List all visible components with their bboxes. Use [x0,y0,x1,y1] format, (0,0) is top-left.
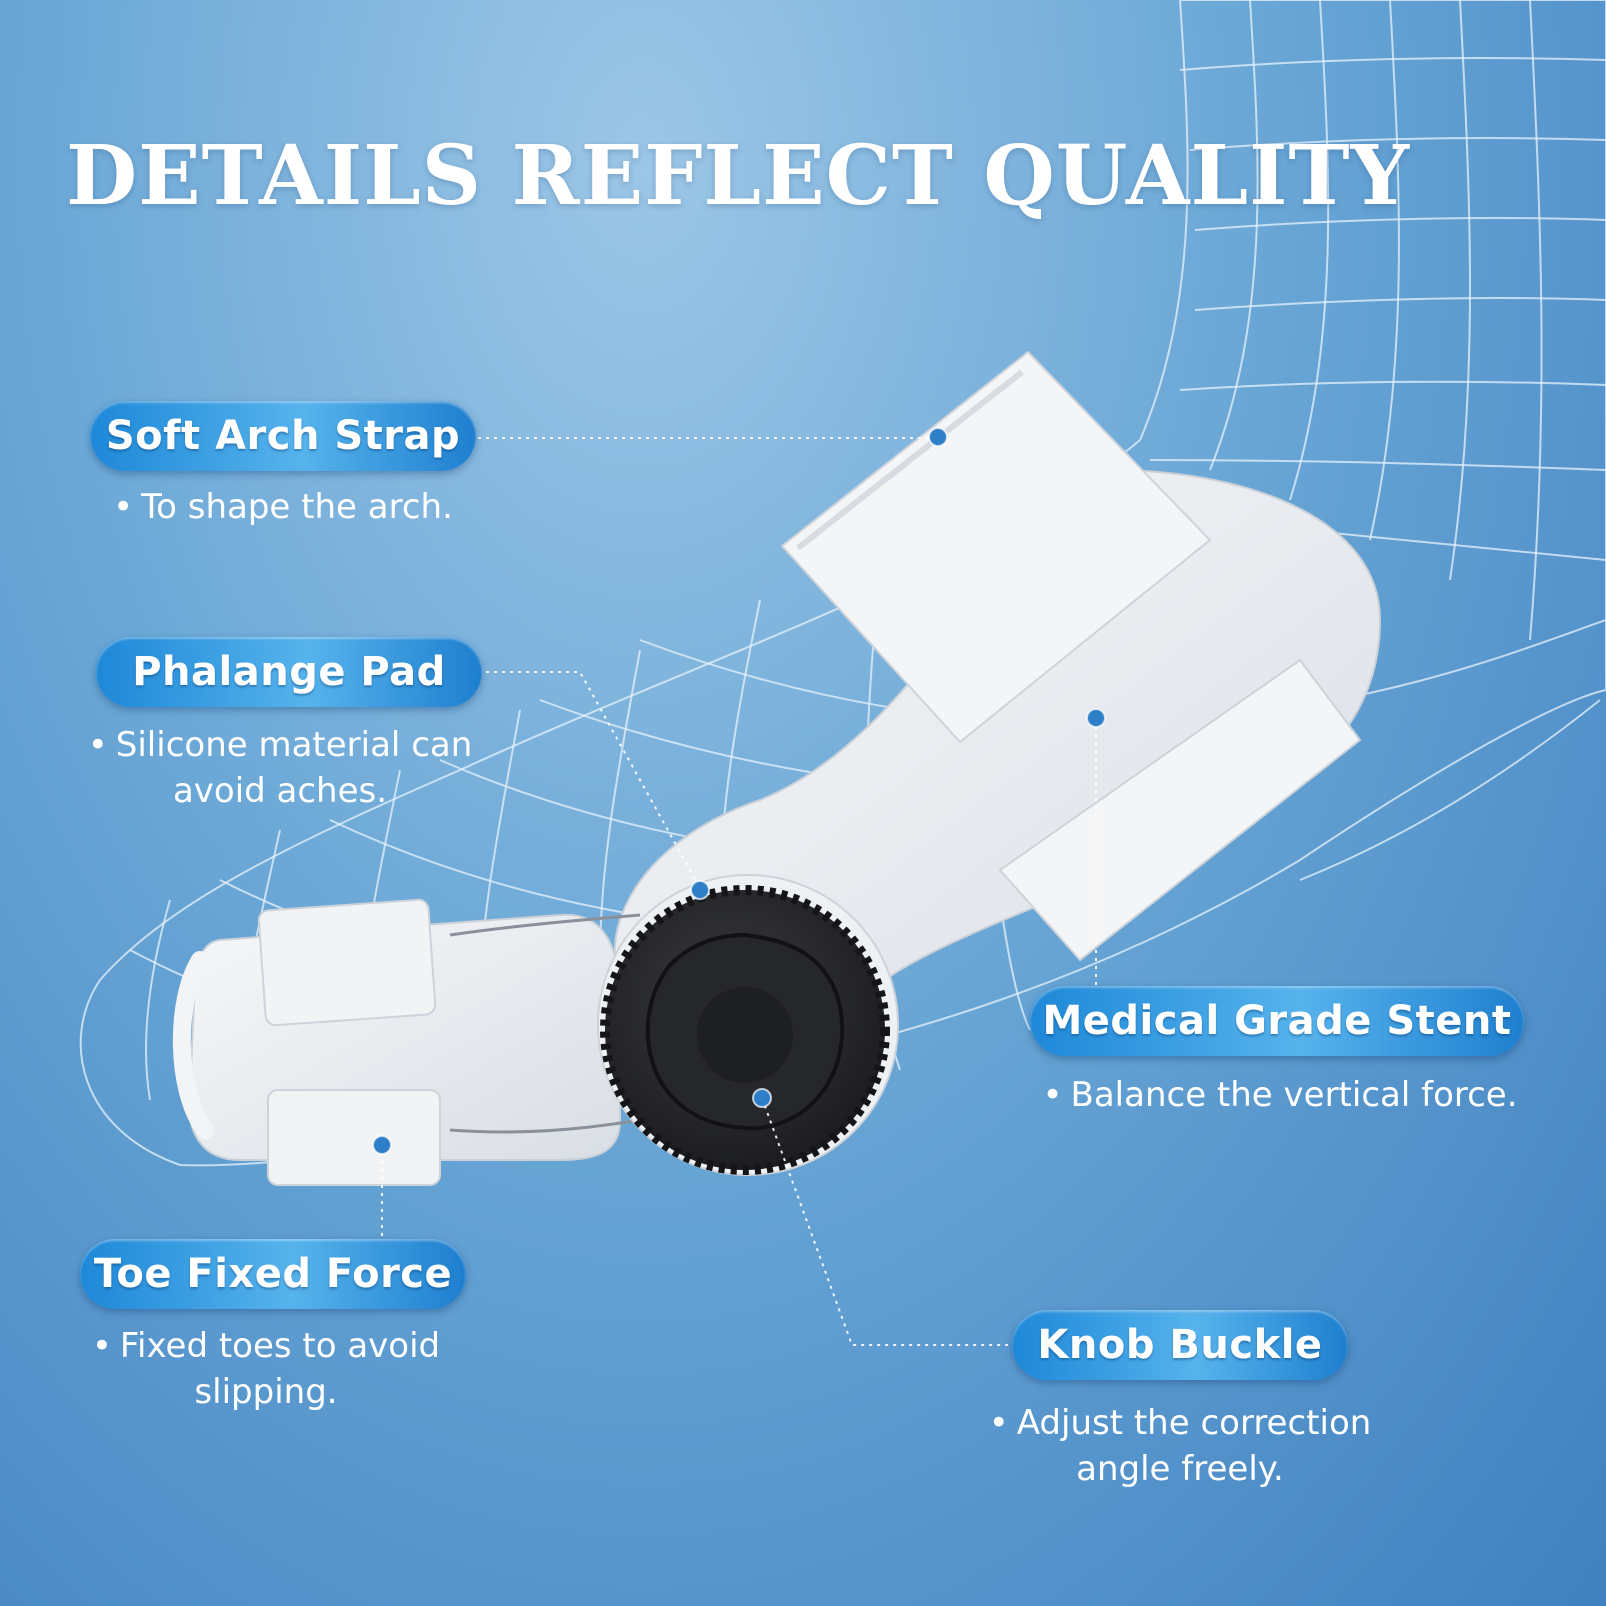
arch-strap [780,350,1212,744]
knob [597,874,899,1176]
page-title: DETAILS REFLECT QUALITY [66,128,1411,224]
toe-pad-upper [257,898,437,1027]
lower-strap [998,658,1362,962]
spring-wires [449,913,641,1134]
knob-buckle-label: Knob Buckle [1012,1310,1348,1380]
toe-fixed-force-label: Toe Fixed Force [80,1239,466,1309]
toe-pad-lower [267,1089,441,1186]
medical-grade-stent-label: Medical Grade Stent [1030,986,1524,1056]
leader-lines [381,437,1097,1346]
medical-grade-stent-description: •Balance the vertical force. [1042,1075,1518,1115]
callout-dots [372,427,1106,1155]
soft-arch-strap-label: Soft Arch Strap [90,401,476,471]
soft-arch-strap-description: •To shape the arch. [113,487,453,527]
phalange-pad-label: Phalange Pad [96,637,482,707]
